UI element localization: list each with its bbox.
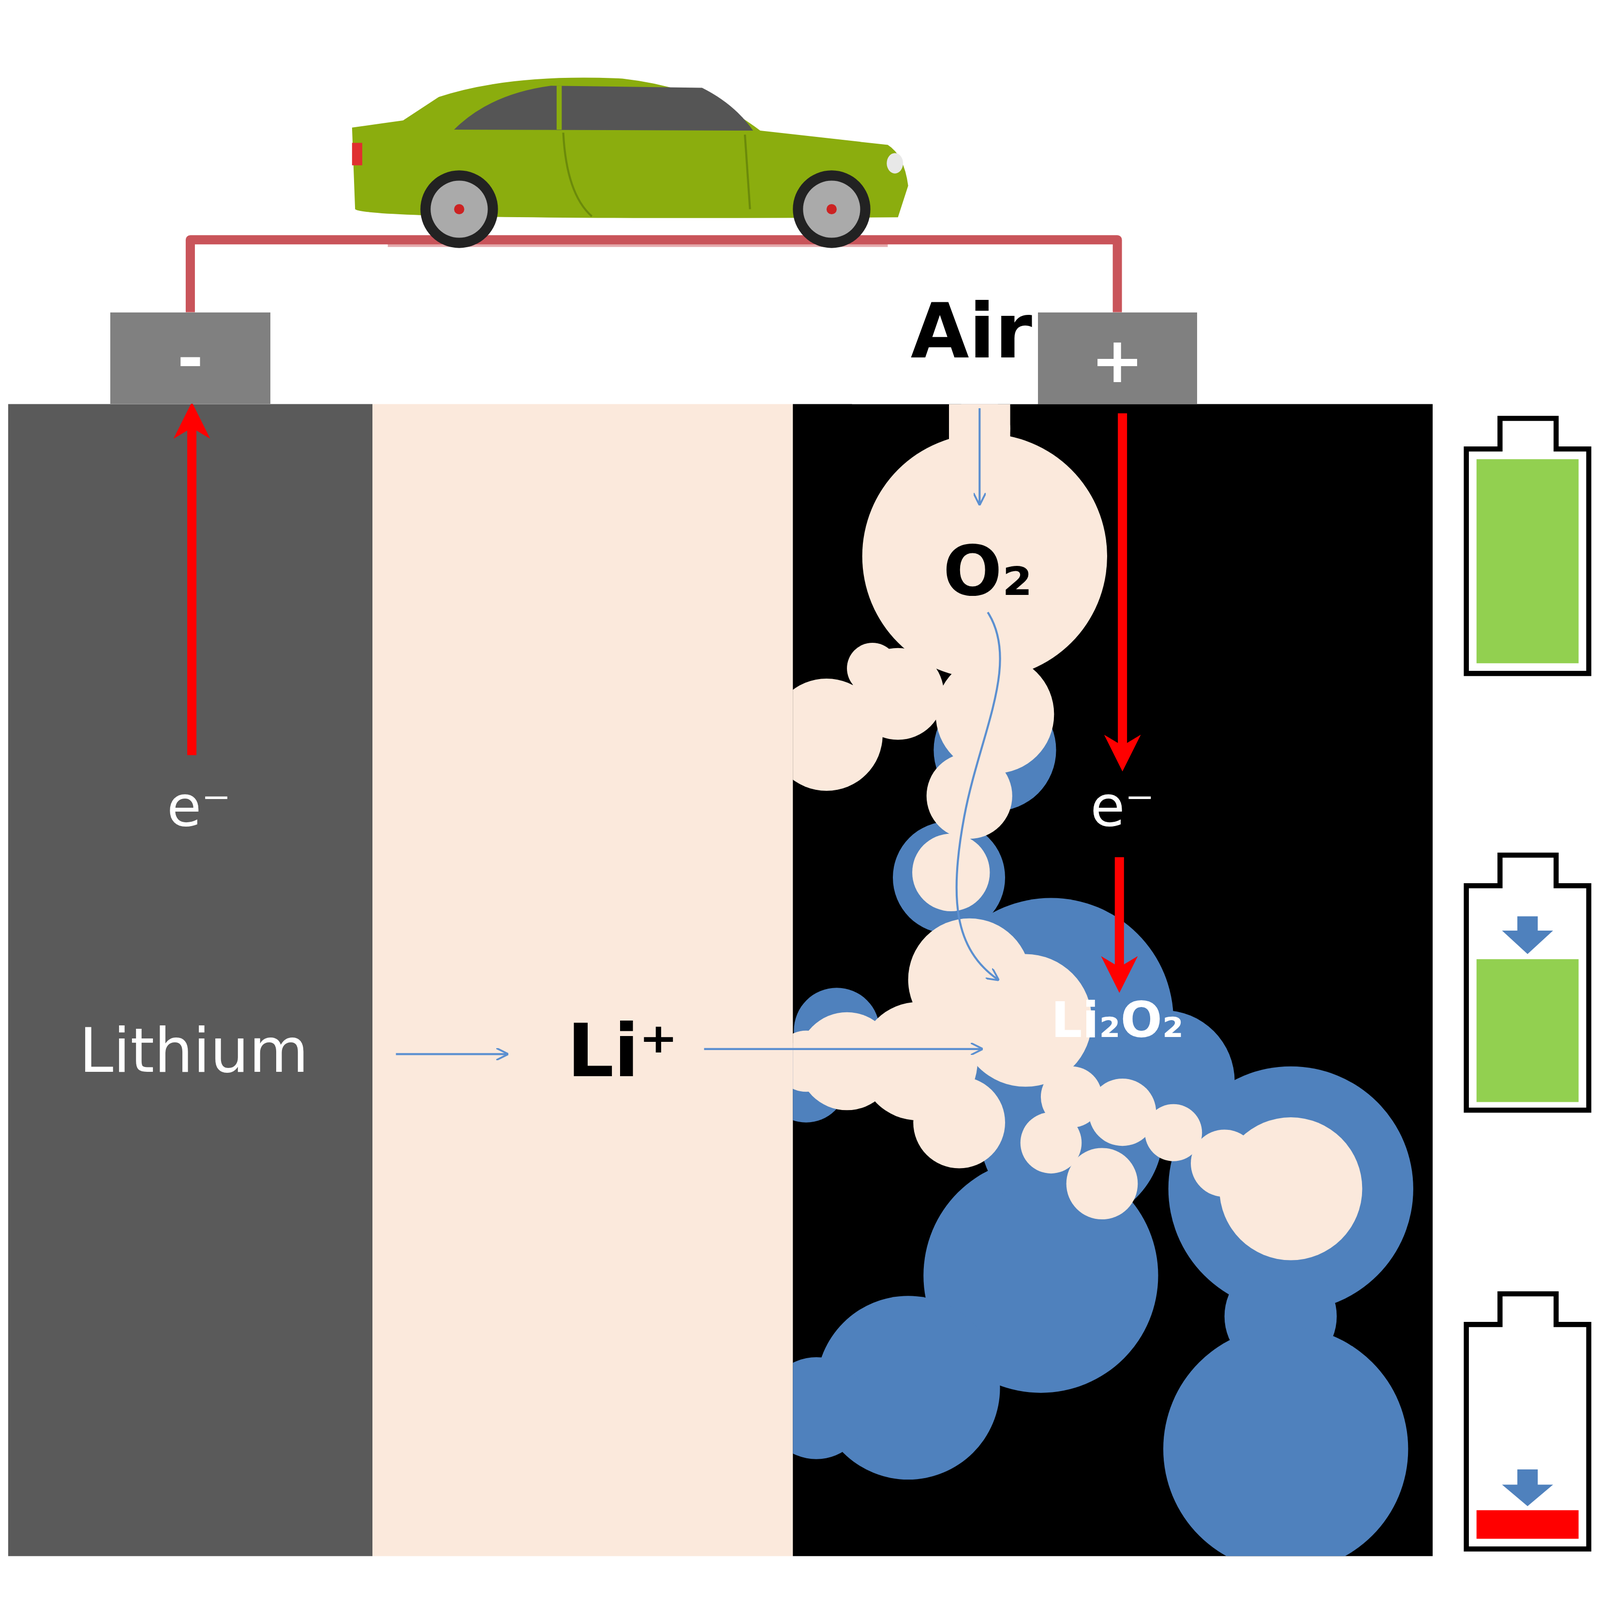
car-icon	[352, 77, 909, 249]
terminal-box: -	[110, 312, 271, 405]
anode-band	[8, 403, 373, 1556]
battery-icon	[1466, 418, 1589, 1550]
cathode-band: O₂ e⁻ Li₂O₂	[792, 403, 1433, 1556]
node-text: Li⁺	[566, 1014, 678, 1088]
terminal-box: +	[1037, 312, 1198, 405]
ion-arrow	[704, 1048, 982, 1051]
node-text: O₂	[943, 536, 1033, 607]
pore-blobs	[792, 403, 1414, 1556]
node-text: e⁻	[166, 778, 232, 835]
node-text: Lithium	[79, 1020, 309, 1082]
node-text: +	[1090, 328, 1144, 392]
node-text: -	[177, 326, 204, 390]
electrolyte-band: Li⁺	[372, 403, 793, 1556]
electron-arrow	[1114, 857, 1125, 975]
node-text: e⁻	[1090, 778, 1155, 835]
electron-arrow	[1117, 413, 1127, 754]
oxygen-arrow	[956, 612, 1000, 980]
down-arrow	[1501, 1469, 1553, 1507]
electrolyte-band	[372, 403, 793, 1556]
node-text: Li₂O₂	[1051, 995, 1184, 1045]
electron-arrow	[187, 420, 197, 756]
down-arrow	[1501, 916, 1553, 955]
charge-level	[1476, 959, 1579, 1102]
ion-arrow	[396, 1052, 508, 1055]
anode-band: e⁻ Lithium	[8, 403, 373, 1556]
charge-level	[1476, 1510, 1579, 1539]
charge-level	[1476, 459, 1579, 664]
oxygen-arrow	[978, 408, 981, 504]
air-label: Air	[907, 290, 1036, 374]
